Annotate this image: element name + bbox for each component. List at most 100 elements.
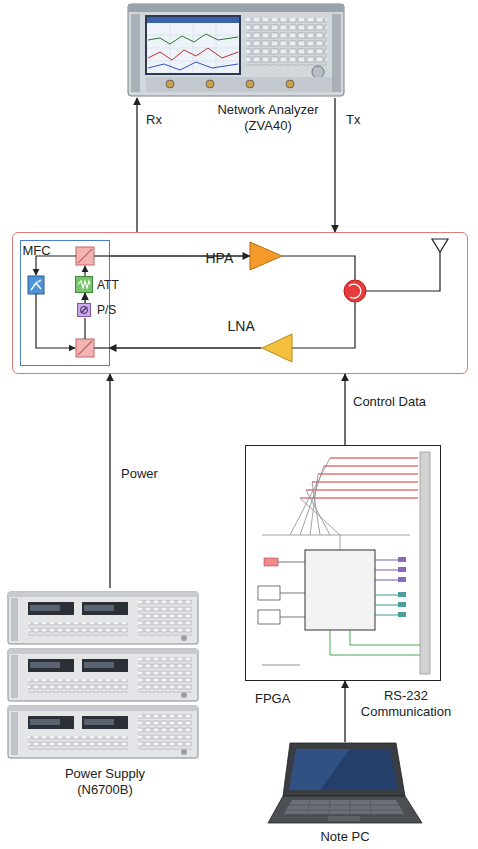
fpga-schematic (278, 562, 305, 617)
node-label: FPGA (255, 691, 290, 707)
laptop-illustration (283, 743, 405, 796)
signal-arrow (84, 293, 85, 303)
amplifier-shape (250, 242, 282, 270)
attenuator-symbol (76, 277, 92, 292)
fpga-schematic (350, 630, 351, 645)
phase-shifter-block: P/S (77, 303, 91, 317)
signal-arrow (109, 374, 110, 588)
signal-arrow (110, 255, 250, 256)
rf-wires (36, 294, 75, 348)
network-analyzer-illustration (148, 48, 238, 60)
edge-label: RS-232 Communication (356, 688, 456, 719)
fpga-schematic (318, 474, 418, 475)
mfc-internal-symbols (28, 247, 94, 357)
network-analyzer-illustration (246, 80, 254, 88)
network-analyzer-illustration (332, 14, 341, 92)
network-analyzer-illustration (146, 77, 332, 92)
fpga-schematic (247, 447, 439, 679)
edge-label: Power (121, 466, 158, 482)
fpga-schematic (340, 535, 341, 550)
mfc-internal-symbols (78, 249, 92, 263)
power-supply-illustration (8, 649, 198, 701)
fpga-schematic (306, 490, 418, 491)
fpga-schematic (278, 562, 305, 563)
amplifier-triangle: LNA (262, 334, 292, 362)
network-analyzer-illustration (246, 18, 327, 66)
amplifier-shape (262, 334, 292, 362)
fpga-schematic (398, 557, 406, 562)
fpga-schematic (330, 458, 418, 459)
circulator-symbol (349, 284, 361, 298)
network-analyzer-illustration (206, 80, 214, 88)
network-analyzer-illustration (216, 24, 217, 73)
attenuator-symbol (78, 281, 90, 288)
fpga-schematic (398, 602, 406, 607)
phase-shifter-symbol (81, 307, 87, 313)
fpga-schematic (420, 452, 430, 674)
network-analyzer-illustration (128, 4, 344, 12)
laptop-illustration (284, 800, 404, 814)
amplifier-triangle: HPA (250, 242, 282, 270)
network-analyzer-illustration (131, 14, 140, 92)
mfc-internal-symbols (78, 341, 92, 355)
fpga-schematic (398, 577, 406, 582)
attenuator-block: ATT (75, 276, 93, 293)
fpga-schematic (300, 498, 418, 499)
fpga-schematic (262, 458, 410, 550)
fpga-schematic (262, 665, 300, 666)
mfc-internal-symbols (76, 339, 94, 357)
phase-shifter-symbol (81, 307, 88, 314)
laptop-illustration (370, 800, 371, 814)
circulator-symbol (344, 280, 366, 302)
signal-arrow (344, 681, 345, 742)
fpga-schematic (398, 592, 406, 597)
phase-shifter-symbol (78, 304, 90, 316)
mfc-internal-symbols (31, 280, 41, 290)
antenna-symbol (432, 239, 448, 252)
fpga-schematic (330, 630, 331, 655)
circulator-symbol (344, 280, 366, 302)
rf-wires (36, 252, 440, 348)
rf-wires (94, 255, 110, 256)
edge-label: Rx (146, 112, 162, 128)
node-label: HPA (206, 250, 234, 267)
edge-label: Control Data (353, 394, 426, 410)
rf-wires (36, 256, 76, 275)
node-label: Note PC (295, 829, 395, 845)
laptop-illustration (286, 800, 402, 814)
amplifier-shape (262, 334, 292, 362)
rf-wires (292, 302, 355, 348)
signal-arrow (136, 98, 137, 232)
laptop-illustration (288, 805, 400, 806)
fpga-schematic (306, 490, 330, 535)
fpga-schematic (305, 550, 375, 630)
network-analyzer-illustration (312, 66, 324, 78)
network-analyzer-illustration (128, 4, 344, 96)
fpga-schematic (280, 593, 305, 594)
laptop-illustration (307, 800, 310, 814)
antenna-symbol (432, 239, 448, 252)
power-supply-illustration (8, 592, 198, 758)
fpga-schematic (262, 535, 410, 536)
fpga-schematic (398, 567, 406, 572)
mfc-internal-symbols (28, 276, 44, 294)
network-analyzer-illustration (147, 17, 239, 23)
node-label: ATT (97, 278, 119, 292)
fpga-schematic (398, 612, 406, 617)
laptop-illustration (286, 810, 402, 811)
laptop-illustration (350, 800, 351, 814)
fpga-schematic (280, 617, 305, 618)
fpga-schematic (264, 558, 278, 566)
laptop-illustration (289, 749, 350, 790)
network-analyzer-illustration (147, 24, 239, 73)
power-supply-illustration (8, 706, 198, 758)
laptop-illustration (289, 749, 398, 790)
rf-wires (366, 252, 440, 291)
node-label: P/S (97, 303, 116, 317)
network-analyzer-illustration (128, 4, 344, 96)
rf-wires (84, 318, 85, 339)
